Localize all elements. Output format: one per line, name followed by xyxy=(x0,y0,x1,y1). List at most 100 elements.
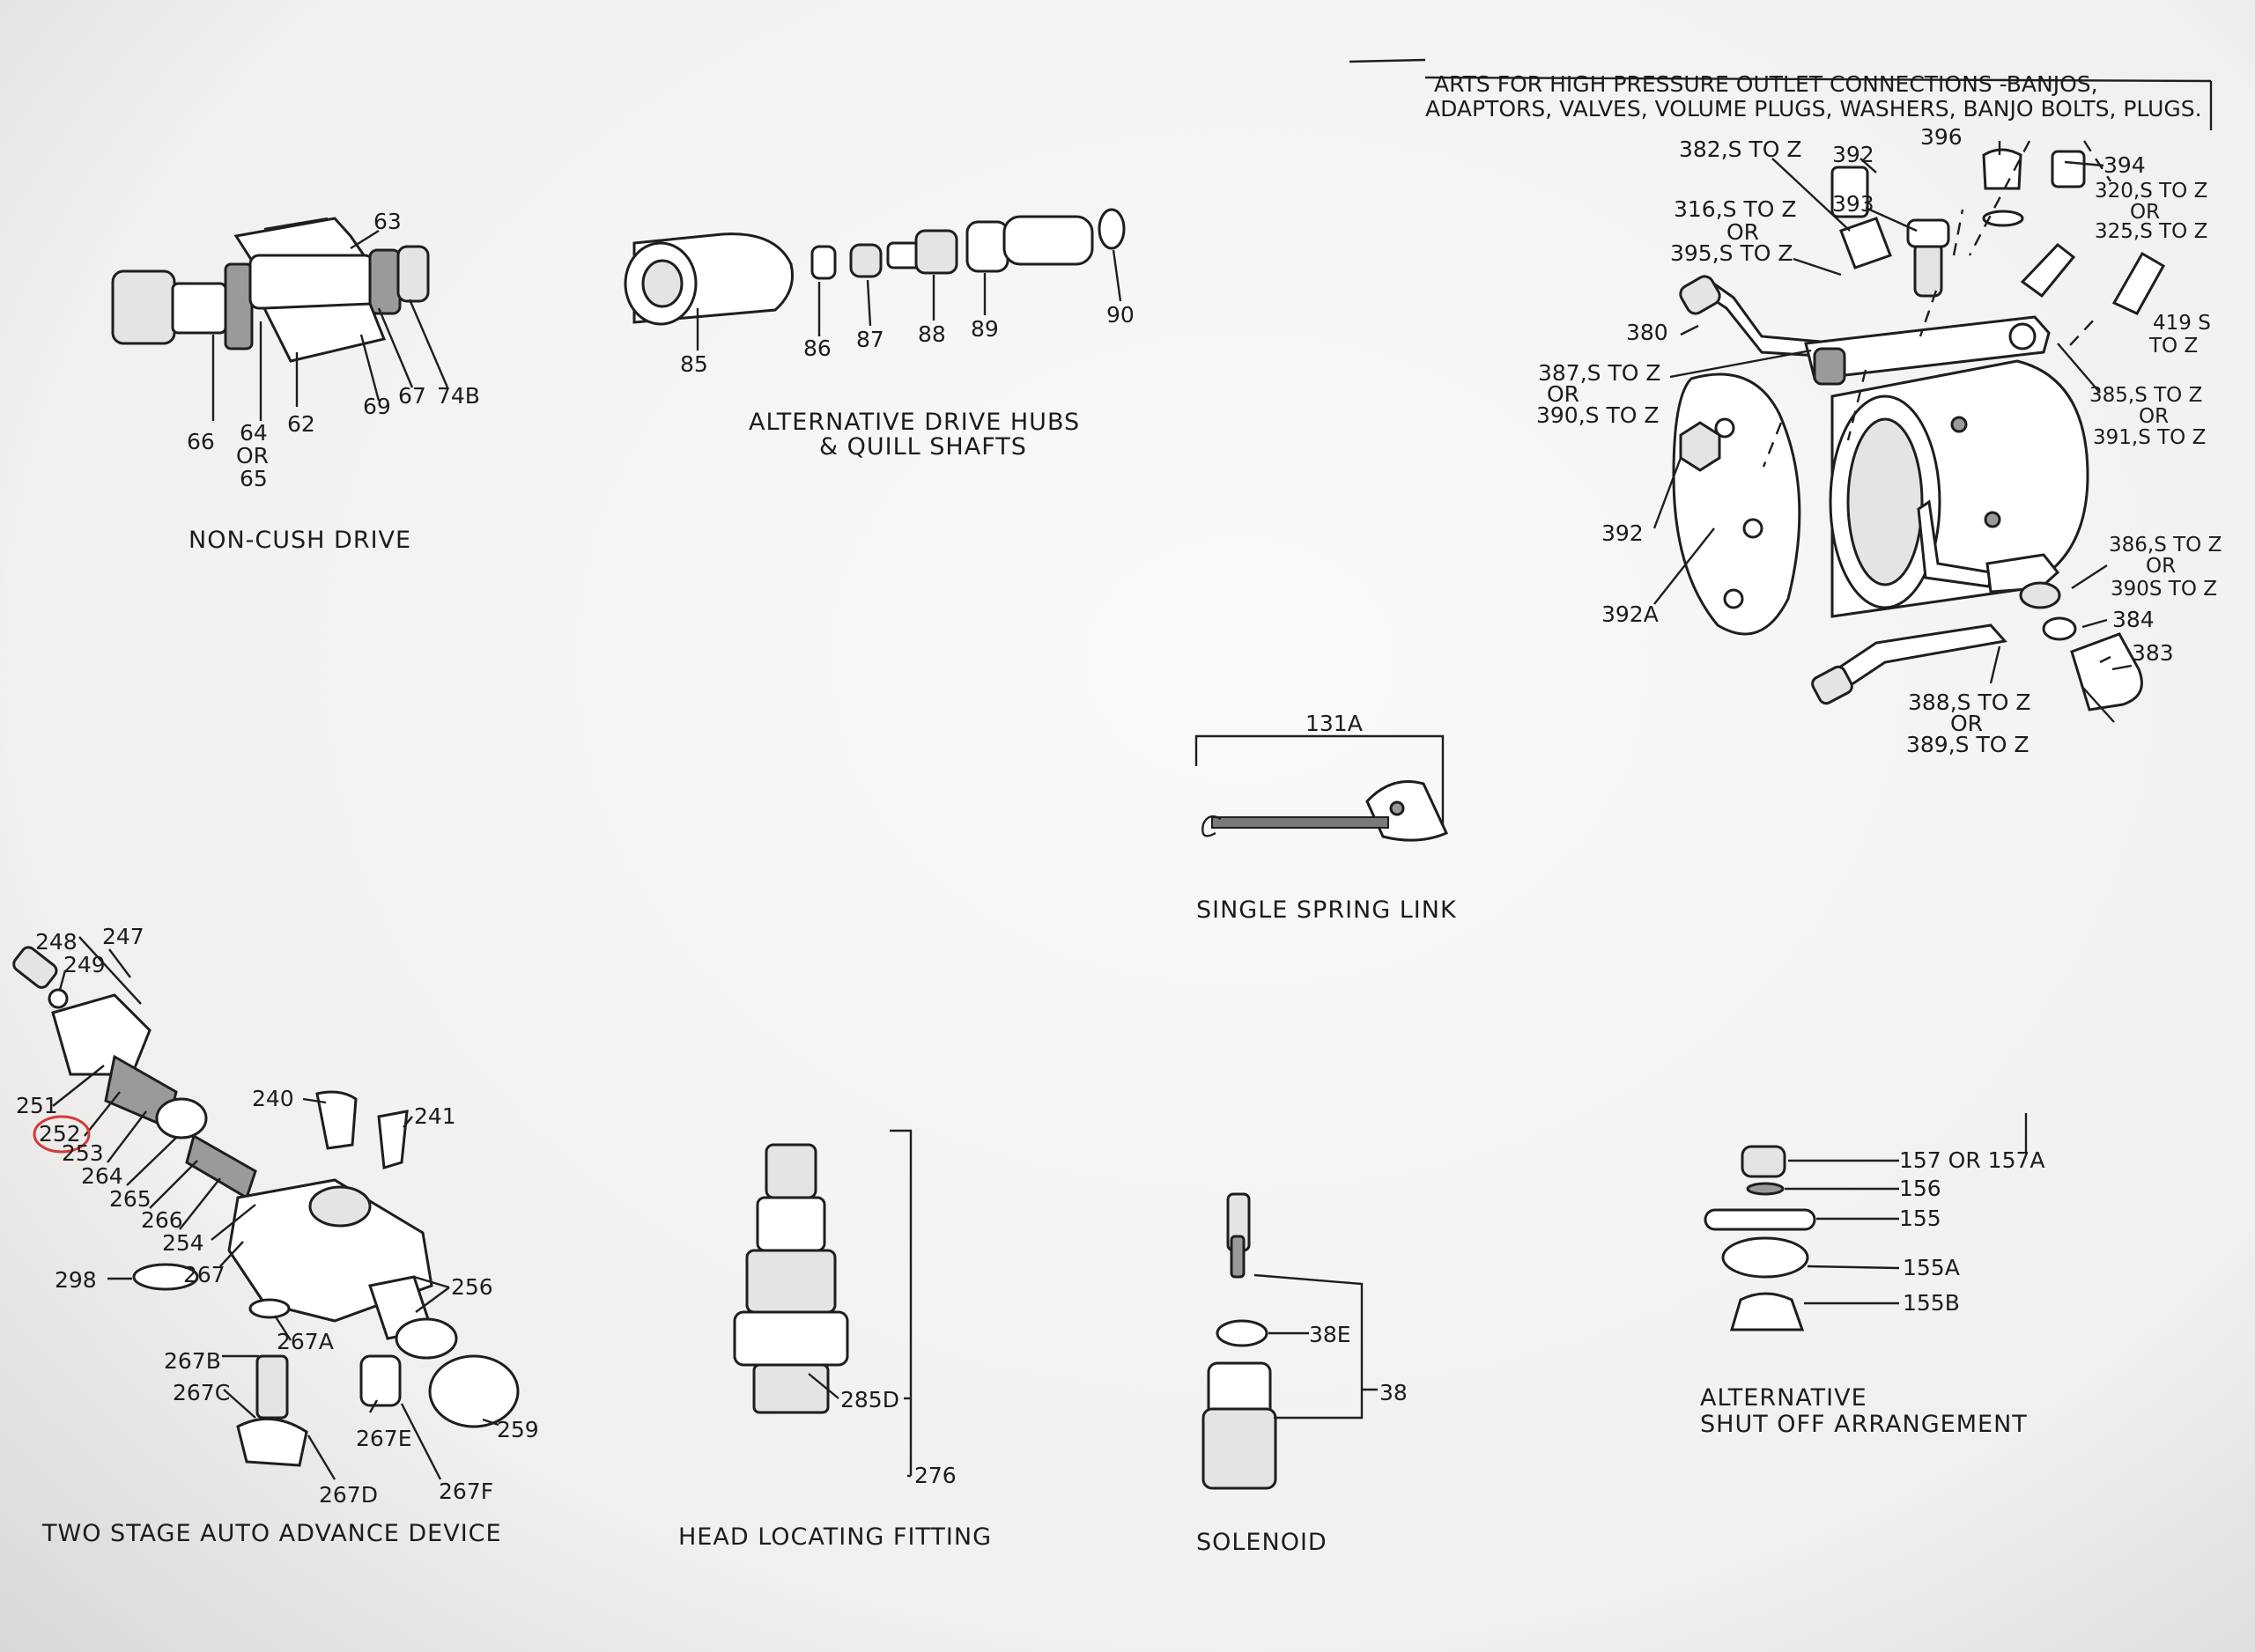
drive-hubs-drawing xyxy=(624,208,1126,326)
label-392: 392 xyxy=(1601,520,1644,546)
caption-shut-off-1: ALTERNATIVE xyxy=(1700,1384,1867,1412)
caption-solenoid: SOLENOID xyxy=(1196,1529,1327,1556)
label-253: 253 xyxy=(62,1140,104,1166)
caption-single-spring-link: SINGLE SPRING LINK xyxy=(1196,896,1457,924)
solenoid-drawing xyxy=(1201,1192,1378,1490)
label-131a: 131A xyxy=(1305,711,1363,736)
head-locating-group: 285D 276 HEAD LOCATING FITTING xyxy=(678,1129,992,1551)
label-267b: 267B xyxy=(164,1348,221,1374)
outlet-connections-header: ARTS FOR HIGH PRESSURE OUTLET CONNECTION… xyxy=(1349,58,2213,130)
label-388-or: OR xyxy=(1950,711,1983,736)
label-240: 240 xyxy=(252,1086,294,1111)
label-65: 65 xyxy=(240,466,268,491)
label-66: 66 xyxy=(187,429,215,454)
label-386-or: OR xyxy=(2146,555,2176,578)
auto-advance-leaders xyxy=(52,936,499,1480)
label-267a: 267A xyxy=(277,1329,334,1354)
label-74b: 74B xyxy=(437,383,480,409)
auto-advance-drawing xyxy=(12,946,520,1467)
highlight-circle-252 xyxy=(33,1115,91,1154)
solenoid-group: 38E 38 SOLENOID xyxy=(1196,1192,1408,1556)
label-69: 69 xyxy=(363,394,391,419)
label-391: 391,S TO Z xyxy=(2093,426,2206,449)
label-264: 264 xyxy=(81,1163,123,1189)
head-locating-drawing xyxy=(733,1129,913,1478)
outlet-connections-leaders xyxy=(1652,141,2133,723)
label-90: 90 xyxy=(1106,302,1135,328)
label-316-or: OR xyxy=(1726,219,1759,245)
label-387: 387,S TO Z xyxy=(1538,360,1661,386)
label-387-or: OR xyxy=(1547,381,1579,407)
label-63: 63 xyxy=(373,209,402,234)
label-157: 157 OR 157A xyxy=(1899,1147,2044,1173)
label-298: 298 xyxy=(55,1267,97,1293)
label-393: 393 xyxy=(1832,191,1874,217)
label-155b: 155B xyxy=(1903,1290,1960,1316)
label-385: 385,S TO Z xyxy=(2089,384,2202,407)
label-388: 388,S TO Z xyxy=(1908,690,2031,715)
label-316: 316,S TO Z xyxy=(1674,196,1797,222)
label-89: 89 xyxy=(971,316,999,342)
label-267d: 267D xyxy=(319,1482,378,1508)
caption-shut-off-2: SHUT OFF ARRANGEMENT xyxy=(1700,1411,2028,1438)
label-385-or: OR xyxy=(2139,405,2169,428)
label-38e: 38E xyxy=(1309,1322,1351,1347)
label-86: 86 xyxy=(803,336,832,361)
label-251: 251 xyxy=(16,1093,58,1118)
drive-hubs-leaders xyxy=(696,249,1122,350)
label-252: 252 xyxy=(39,1121,81,1147)
auto-advance-group: 248 247 249 251 252 253 264 265 266 254 … xyxy=(12,924,539,1547)
label-383: 383 xyxy=(2132,640,2174,666)
label-259: 259 xyxy=(497,1417,539,1442)
label-256: 256 xyxy=(451,1274,493,1300)
label-156: 156 xyxy=(1899,1176,1941,1201)
label-87: 87 xyxy=(856,327,884,352)
caption-drive-hubs-2: & QUILL SHAFTS xyxy=(819,433,1027,461)
label-38: 38 xyxy=(1379,1380,1408,1405)
label-380: 380 xyxy=(1626,320,1668,345)
label-64: 64 xyxy=(240,420,268,446)
label-419-b: TO Z xyxy=(2148,335,2198,358)
label-392a: 392A xyxy=(1601,601,1659,627)
caption-drive-hubs-1: ALTERNATIVE DRIVE HUBS xyxy=(749,409,1080,436)
label-325: 325,S TO Z xyxy=(2095,220,2207,243)
non-cush-drive-group: 63 66 64 OR 65 62 69 67 74B NON-CUSH DRI… xyxy=(111,209,480,554)
label-419: 419 S xyxy=(2153,312,2211,335)
label-88: 88 xyxy=(918,321,946,347)
header-line-1: ARTS FOR HIGH PRESSURE OUTLET CONNECTION… xyxy=(1434,71,2098,97)
label-155: 155 xyxy=(1899,1206,1941,1231)
label-247: 247 xyxy=(102,924,144,949)
label-62: 62 xyxy=(287,411,315,437)
label-390: 390,S TO Z xyxy=(1536,402,1660,428)
label-396: 396 xyxy=(1920,124,1963,150)
single-spring-link-drawing xyxy=(1194,734,1449,842)
label-390b: 390S TO Z xyxy=(2111,578,2217,601)
label-265: 265 xyxy=(109,1186,152,1212)
label-392-top: 392 xyxy=(1832,142,1874,167)
non-cush-drive-drawing xyxy=(111,217,430,363)
label-or: OR xyxy=(236,443,269,468)
drive-hubs-group: 85 86 87 88 89 90 ALTERNATIVE DRIVE HUBS… xyxy=(624,208,1135,461)
label-276: 276 xyxy=(914,1463,957,1488)
label-394: 394 xyxy=(2103,152,2146,178)
single-spring-link-group: 131A SINGLE SPRING LINK xyxy=(1194,711,1457,924)
label-389: 389,S TO Z xyxy=(1906,732,2030,757)
non-cush-drive-leaders xyxy=(211,229,449,421)
label-384: 384 xyxy=(2112,607,2155,632)
header-line-2: ADAPTORS, VALVES, VOLUME PLUGS, WASHERS,… xyxy=(1425,96,2202,122)
label-155a: 155A xyxy=(1903,1255,1960,1280)
caption-head-locating: HEAD LOCATING FITTING xyxy=(678,1523,992,1551)
label-266: 266 xyxy=(141,1207,183,1233)
label-382: 382,S TO Z xyxy=(1679,136,1802,162)
label-241: 241 xyxy=(414,1103,456,1129)
label-320: 320,S TO Z xyxy=(2095,180,2207,203)
caption-non-cush-drive: NON-CUSH DRIVE xyxy=(189,527,411,554)
label-267: 267 xyxy=(183,1262,226,1287)
shut-off-group: 157 OR 157A 156 155 155A 155B ALTERNATIV… xyxy=(1700,1113,2044,1438)
label-267e: 267E xyxy=(356,1426,412,1451)
label-254: 254 xyxy=(162,1230,204,1256)
label-320-or: OR xyxy=(2130,201,2160,224)
shut-off-drawing xyxy=(1704,1113,2028,1331)
caption-auto-advance: TWO STAGE AUTO ADVANCE DEVICE xyxy=(41,1520,502,1547)
